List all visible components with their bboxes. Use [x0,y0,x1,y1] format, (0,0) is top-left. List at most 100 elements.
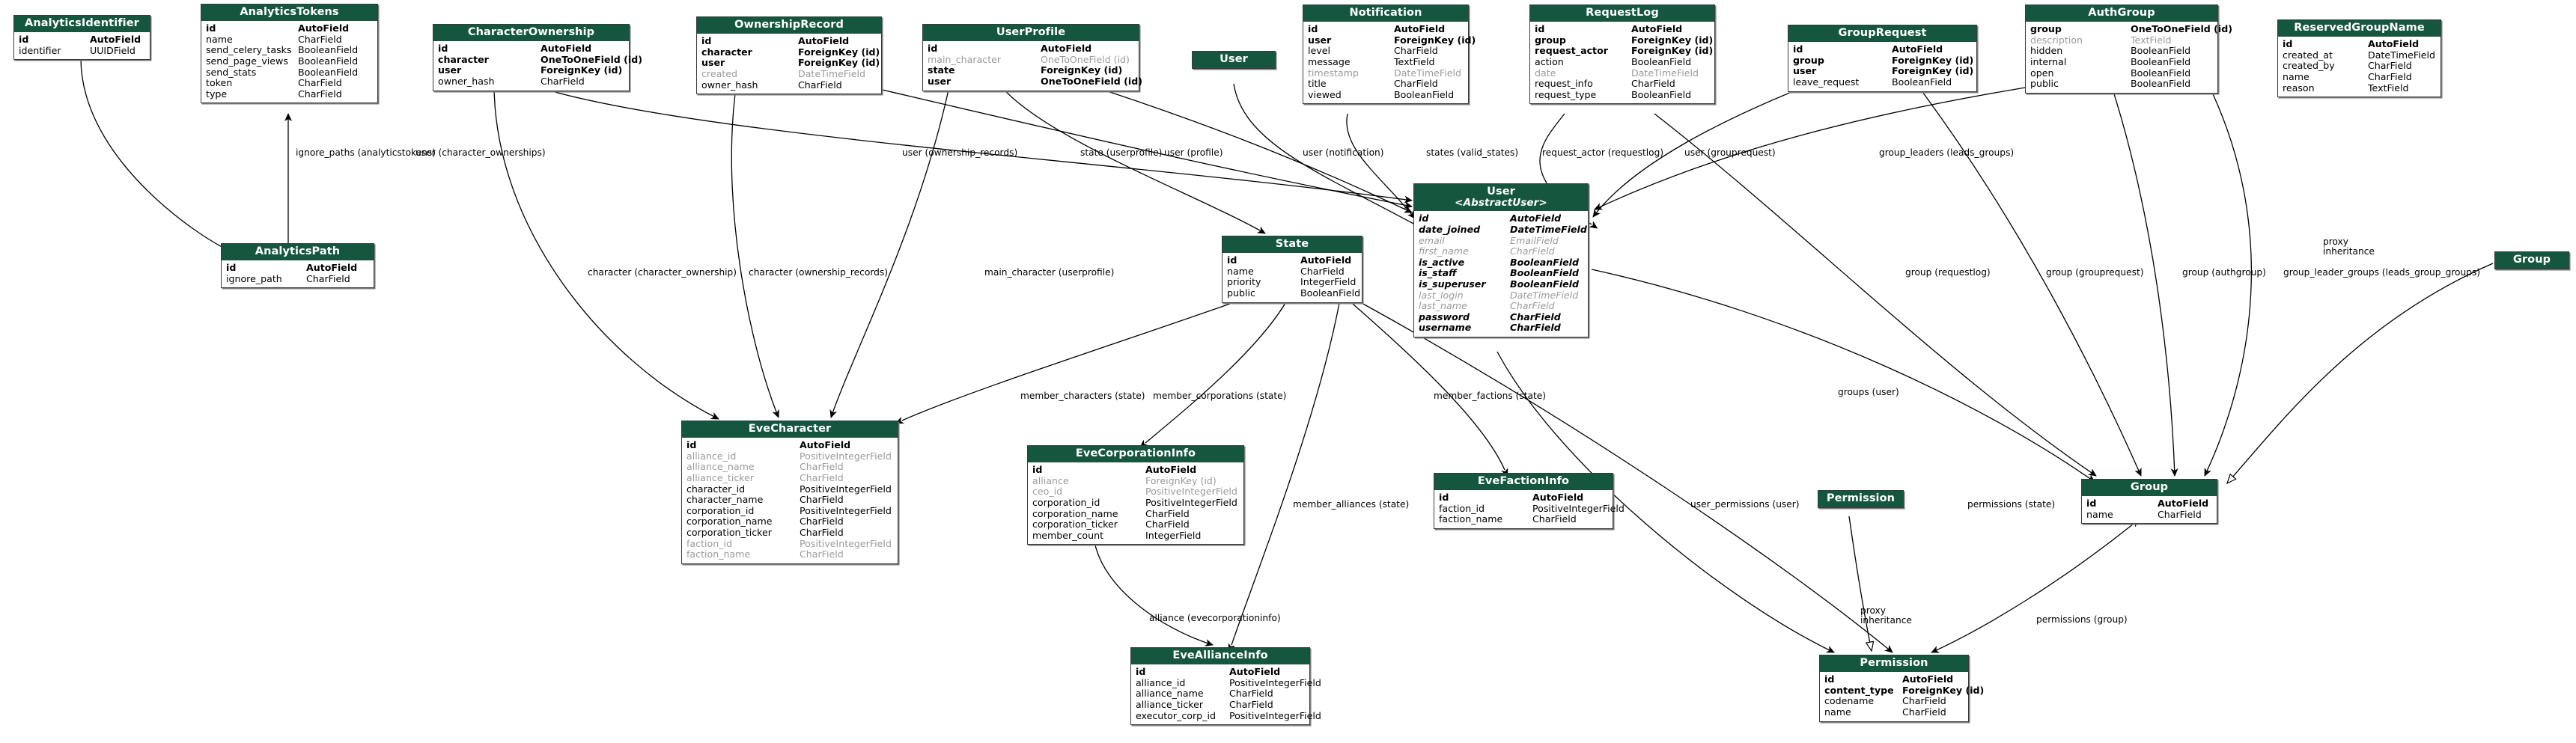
field-name: corporation_id [1032,497,1100,508]
field-name: is_staff [1419,267,1457,279]
entity-title-permission: Permission [1820,655,1968,673]
entity-title-text: EveFactionInfo [1477,475,1570,487]
field-type: CharField [1510,300,1555,312]
field-type: AutoField [90,34,141,46]
field-name: send_page_views [206,55,288,67]
field-name: last_login [1419,289,1464,301]
field-name: id [226,262,237,274]
entity-permission_proxy[interactable]: Permission [1818,490,1904,509]
edge-label-lbl-member-corps: member_corporations (state) [1153,391,1287,401]
field-type: BooleanField [1510,278,1580,290]
field-type: BooleanField [1300,287,1361,299]
field-name: open [2030,67,2054,79]
edge-label-lbl-user-charown: user (character_ownerships) [415,147,546,158]
entity-title-text: User [1487,186,1515,198]
entity-title-authgroup: AuthGroup [2026,5,2217,22]
field-name: user [701,57,725,69]
field-type: CharField [1902,695,1946,707]
edge-label-lbl-group-grouprq: group (grouprequest) [2046,267,2144,278]
field-type: PositiveIntegerField [1145,486,1237,498]
field-name: owner_hash [438,76,495,87]
field-type: CharField [2158,508,2202,520]
entity-user_small[interactable]: User [1192,51,1276,70]
edge-label-lbl-main-char: main_character (userprofile) [984,267,1115,278]
field-type: AutoField [1510,212,1562,224]
field-name: id [1308,23,1318,35]
field-name: created [701,68,737,79]
field-name: request_actor [1535,45,1608,57]
field-type: CharField [1229,688,1273,700]
field-type: CharField [1394,45,1438,57]
field-type: ForeignKey (id) [1631,45,1714,57]
field-type: CharField [800,494,844,506]
entity-title-text: Permission [1860,657,1928,669]
field-type: BooleanField [1631,56,1692,67]
field-name: group [2030,23,2062,35]
field-type: CharField [1902,706,1946,718]
field-type: ForeignKey (id) [798,46,880,58]
field-type: CharField [298,77,342,89]
field-name: id [928,43,938,55]
field-name: member_count [1032,529,1104,541]
field-type: PositiveIntegerField [800,483,892,495]
field-name: executor_corp_id [1136,709,1216,721]
field-type: BooleanField [1510,267,1580,279]
field-type: CharField [800,548,844,560]
field-type: CharField [1631,78,1675,90]
field-type: TextField [2368,82,2409,94]
field-name: send_celery_tasks [206,44,292,56]
field-type: AutoField [541,43,592,55]
entity-title-text: Group [2512,254,2551,266]
field-name: type [206,88,228,100]
field-name: character [701,46,752,58]
entity-title-permission_proxy: Permission [1818,491,1903,508]
field-name: user [928,76,951,87]
field-name: leave_request [1793,76,1860,88]
entity-group_small[interactable]: Group [2494,251,2569,270]
field-name: id [686,439,697,451]
field-name: is_active [1419,256,1465,268]
